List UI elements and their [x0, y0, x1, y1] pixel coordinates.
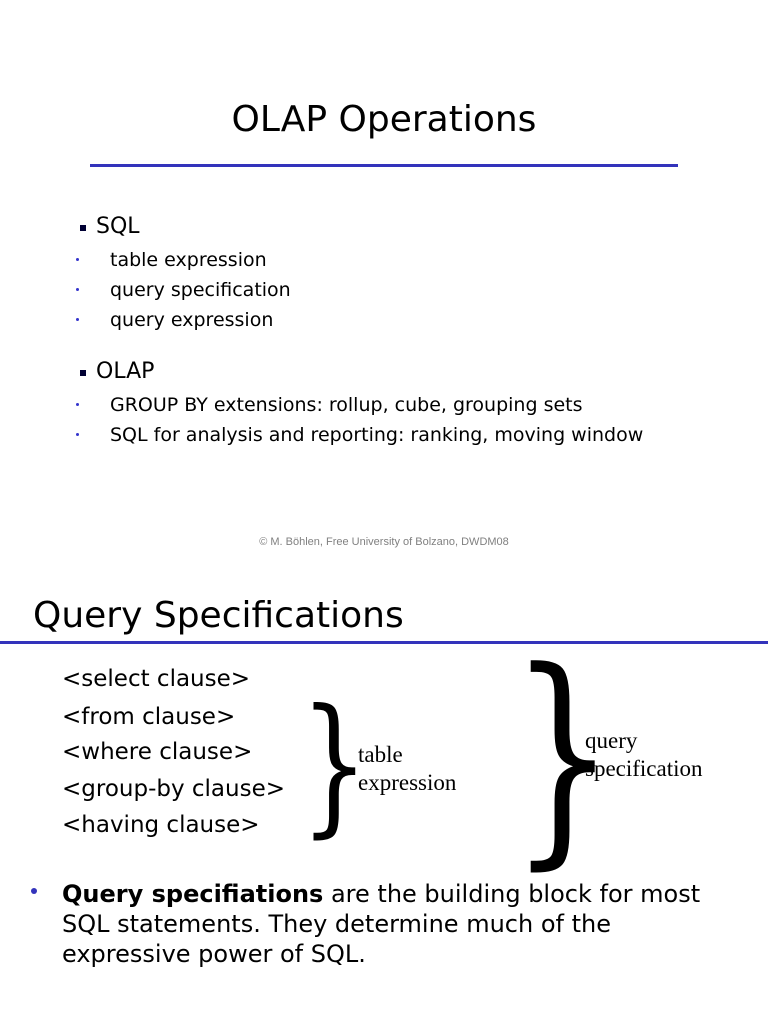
table-expression-brace-icon: }: [300, 678, 369, 852]
slide-query-specifications: Query Specifications <select clause> <fr…: [0, 570, 768, 1024]
dot-bullet-icon: [76, 318, 79, 321]
clause-group-by: <group-by clause>: [62, 776, 286, 802]
dot-bullet-icon: [76, 403, 79, 406]
dot-bullet-icon: [31, 888, 37, 894]
slide-olap-operations: OLAP Operations SQL table expression que…: [76, 99, 678, 548]
clause-where: <where clause>: [62, 739, 253, 765]
copyright-footer: © M. Böhlen, Free University of Bolzano,…: [259, 536, 509, 548]
title-underline: [0, 641, 768, 644]
clause-from: <from clause>: [62, 704, 236, 730]
dot-bullet-icon: [76, 258, 79, 261]
query-specification-brace-icon: }: [510, 623, 616, 890]
dot-bullet-icon: [76, 433, 79, 436]
dot-bullet-icon: [76, 288, 79, 291]
square-bullet-icon: [80, 370, 86, 376]
slide-title: OLAP Operations: [231, 99, 537, 140]
clause-having: <having clause>: [62, 812, 260, 838]
table-expression-label: table expression: [358, 742, 457, 795]
clause-select: <select clause>: [62, 666, 251, 692]
title-underline: [90, 164, 678, 167]
square-bullet-icon: [80, 225, 86, 231]
description-paragraph: Query specifiations are the building blo…: [62, 880, 701, 968]
query-specification-label: query specification: [585, 728, 703, 781]
slide-title: Query Specifications: [33, 595, 404, 636]
